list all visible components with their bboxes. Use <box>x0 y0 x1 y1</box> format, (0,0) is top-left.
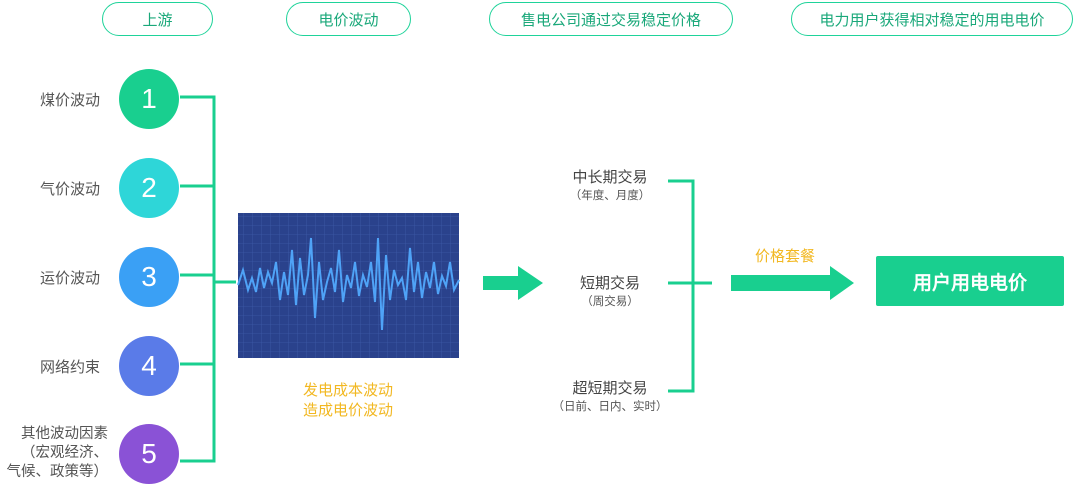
factor-label-coal: 煤价波动 <box>39 91 100 109</box>
trade-ultra-short-term-title: 超短期交易 <box>572 379 648 397</box>
factor-circle-4: 4 <box>119 336 179 396</box>
trade-ultra-short-term: 超短期交易 （日前、日内、实时） <box>530 377 690 414</box>
package-label: 价格套餐 <box>754 247 815 265</box>
factor-label-other-line3: 气候、政策等） <box>6 464 109 480</box>
trade-short-term-title: 短期交易 <box>579 274 640 292</box>
factor-circle-3: 3 <box>119 247 179 307</box>
factor-label-gas: 气价波动 <box>39 180 100 198</box>
waveform-line <box>237 237 460 331</box>
factor-circle-5: 5 <box>119 424 179 484</box>
factor-label-transport: 运价波动 <box>39 269 100 287</box>
trades-bracket <box>668 179 712 393</box>
factor-label-network: 网络约束 <box>39 358 100 376</box>
trade-long-term-sub: （年度、月度） <box>569 188 651 202</box>
header-retailer-trading: 售电公司通过交易稳定价格 <box>489 2 733 36</box>
trade-ultra-short-term-sub: （日前、日内、实时） <box>552 399 668 413</box>
factor-label-other-line1: 其他波动因素 <box>21 426 108 442</box>
trade-short-term-sub: （周交易） <box>581 294 639 308</box>
arrow-to-result-icon <box>731 266 854 300</box>
factor-circle-2: 2 <box>119 158 179 218</box>
header-price-fluctuation: 电价波动 <box>286 2 411 36</box>
trade-short-term: 短期交易 （周交易） <box>540 272 680 309</box>
wave-caption: 发电成本波动 造成电价波动 <box>268 380 428 420</box>
trade-long-term: 中长期交易 （年度、月度） <box>540 166 680 203</box>
trade-long-term-title: 中长期交易 <box>572 168 648 186</box>
wave-caption-line1: 发电成本波动 <box>302 381 393 399</box>
wave-caption-line2: 造成电价波动 <box>302 401 393 419</box>
user-price-box: 用户用电电价 <box>876 256 1064 306</box>
arrow-to-trades-icon <box>483 266 543 300</box>
header-upstream: 上游 <box>102 2 213 36</box>
factors-bracket <box>180 95 236 463</box>
factor-circle-1: 1 <box>119 69 179 129</box>
factor-label-other: 其他波动因素 （宏观经济、 气候、政策等） <box>0 425 109 482</box>
factor-label-other-line2: （宏观经济、 <box>21 445 108 461</box>
header-user-stable-price: 电力用户获得相对稳定的用电电价 <box>791 2 1073 36</box>
